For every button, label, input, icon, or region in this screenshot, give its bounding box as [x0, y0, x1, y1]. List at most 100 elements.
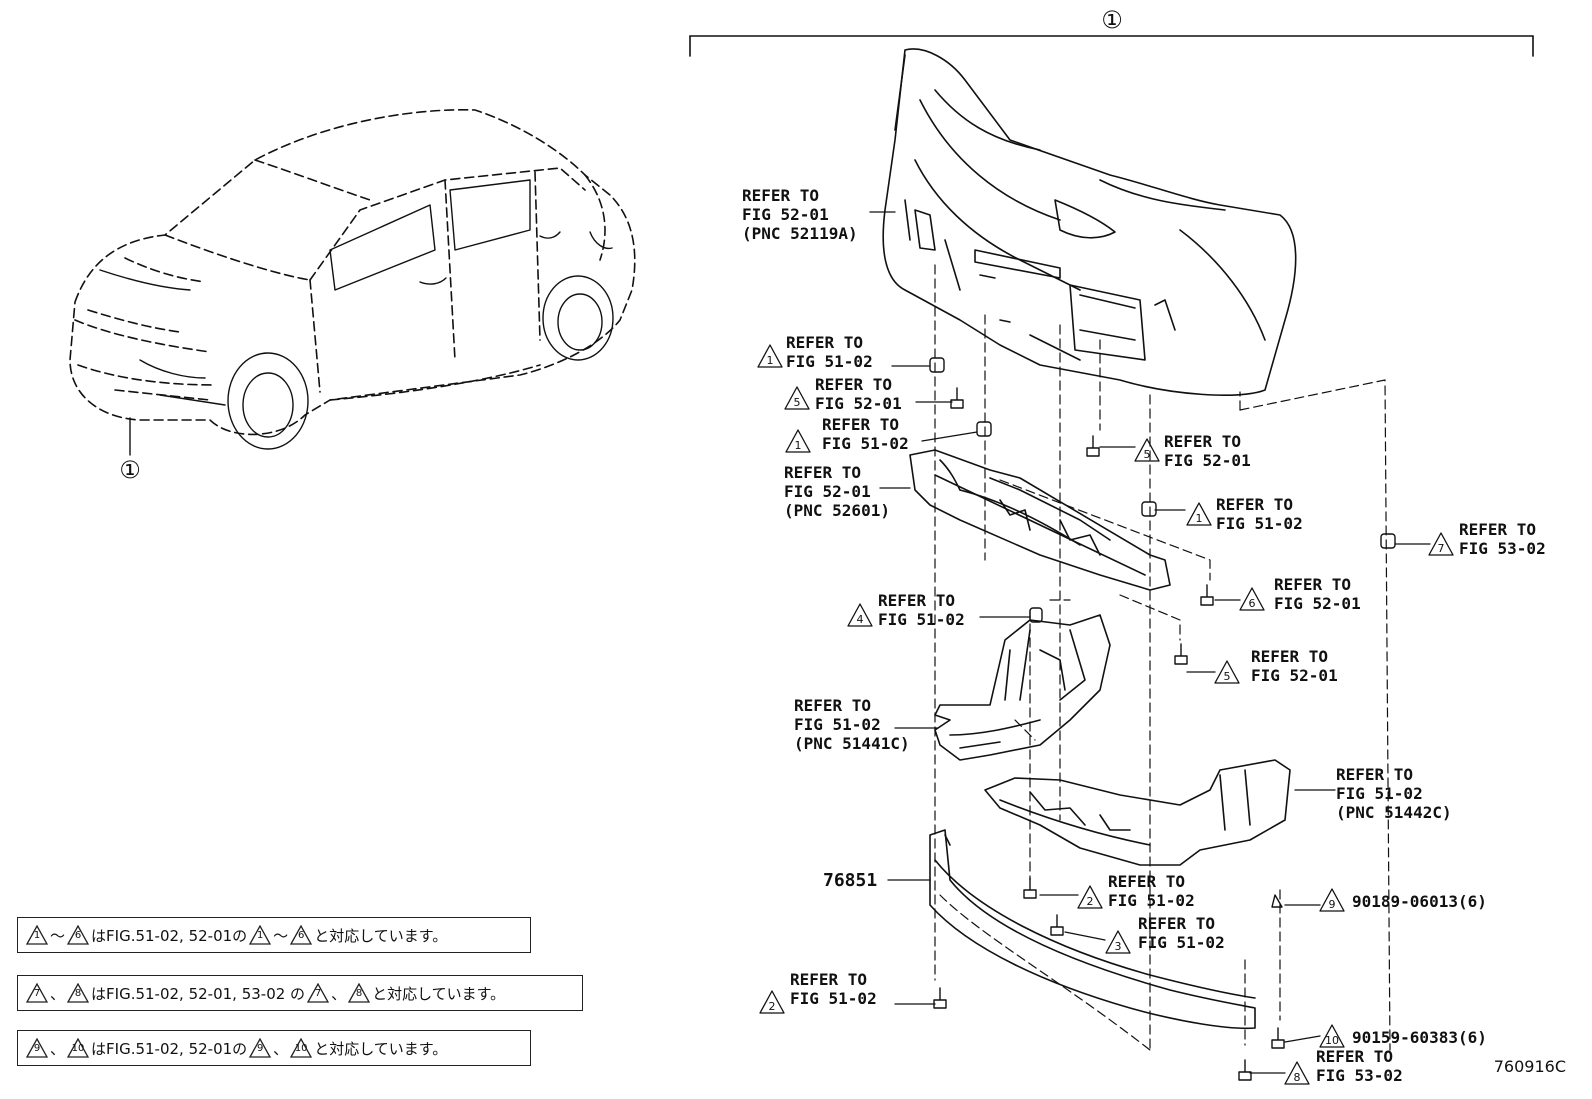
- tri-num: 4: [857, 613, 864, 626]
- tri-num: 9: [256, 1043, 264, 1054]
- callout-c17-line1: REFER TO: [790, 970, 867, 989]
- tri-num: 3: [1115, 940, 1122, 953]
- callout-c14-line2: FIG 51-02: [1108, 891, 1195, 910]
- callout-c18-line1: 90159-60383(6): [1352, 1028, 1487, 1047]
- callout-c6-line2: FIG 52-01: [1164, 451, 1251, 470]
- callout-c17-line2: FIG 51-02: [790, 989, 877, 1008]
- tri-num: 7: [33, 988, 41, 999]
- callout-c13-line1: REFER TO: [1336, 765, 1413, 784]
- part-number-76851: 76851: [823, 870, 877, 891]
- assembly-bracket: [689, 35, 1534, 57]
- bumper-absorber: [909, 449, 1171, 591]
- note-text: と対応しています。: [372, 984, 506, 1003]
- tri-num: 5: [794, 396, 801, 409]
- note-sep: 、: [50, 984, 66, 1003]
- tri-num: 2: [769, 1000, 776, 1013]
- callout-c2-line2: FIG 51-02: [786, 352, 873, 371]
- tri-num: 10: [1325, 1034, 1339, 1047]
- callout-c9-line1: REFER TO: [1274, 575, 1351, 594]
- tri-num: 6: [1249, 597, 1256, 610]
- tri-num: 2: [1087, 895, 1094, 908]
- note-text: はFIG.51-02, 52-01, 53-02 の: [91, 984, 306, 1003]
- triangle-marker: 6: [67, 925, 90, 945]
- tri-num: 1: [767, 354, 774, 367]
- triangle-marker: 7: [307, 983, 330, 1003]
- triangle-marker: 8: [67, 983, 90, 1003]
- vehicle-callout: ①: [119, 456, 141, 484]
- leader-lines: [869, 211, 1431, 1074]
- callout-c7-line1: REFER TO: [1216, 495, 1293, 514]
- triangle-marker: 6: [290, 925, 313, 945]
- tri-num: 9: [33, 1043, 41, 1054]
- callout-c11-line2: FIG 52-01: [1251, 666, 1338, 685]
- front-bumper-cover: [882, 48, 1297, 396]
- tri-num: 1: [256, 930, 264, 941]
- triangle-marker: 7: [26, 983, 48, 1003]
- note-sep: 、: [50, 1039, 66, 1058]
- note-sep: ～: [273, 926, 289, 945]
- tri-num: 7: [1438, 542, 1445, 555]
- note-sep: 、: [273, 1039, 289, 1058]
- callout-c13-line3: (PNC 51442C): [1336, 803, 1452, 822]
- triangle-marker: 1: [26, 925, 48, 945]
- tri-num: 5: [1224, 670, 1231, 683]
- engine-under-cover-rh: [984, 759, 1291, 866]
- figure-code: 760916C: [1493, 1057, 1566, 1076]
- callout-c4-line2: FIG 51-02: [822, 434, 909, 453]
- callout-labels: REFER TO FIG 52-01 (PNC 52119A) REFER TO…: [742, 186, 1546, 1085]
- callout-c15-line2: FIG 51-02: [1138, 933, 1225, 952]
- callout-c14-line1: REFER TO: [1108, 872, 1185, 891]
- tri-num: 6: [298, 930, 305, 941]
- callout-c8-line2: FIG 53-02: [1459, 539, 1546, 558]
- callout-c10-line1: REFER TO: [878, 591, 955, 610]
- callout-c7-line2: FIG 51-02: [1216, 514, 1303, 533]
- triangle-marker: 8: [348, 983, 371, 1003]
- tri-num: 1: [795, 439, 802, 452]
- callout-c12-line2: FIG 51-02: [794, 715, 881, 734]
- note-text: はFIG.51-02, 52-01の: [91, 1039, 248, 1058]
- fasteners: [929, 357, 1396, 1081]
- callout-c5-line2: FIG 52-01: [784, 482, 871, 501]
- assembly-callout: ①: [1101, 6, 1123, 34]
- callout-c1-line2: FIG 52-01: [742, 205, 829, 224]
- callout-c3-line1: REFER TO: [815, 375, 892, 394]
- callout-c5-line3: (PNC 52601): [784, 501, 890, 520]
- callout-c19-line2: FIG 53-02: [1316, 1066, 1403, 1085]
- callout-c8-line1: REFER TO: [1459, 520, 1536, 539]
- callout-c1-line1: REFER TO: [742, 186, 819, 205]
- tri-num: 10: [71, 1043, 85, 1054]
- callout-c5-line1: REFER TO: [784, 463, 861, 482]
- tri-num: 10: [294, 1043, 308, 1054]
- callout-c2-line1: REFER TO: [786, 333, 863, 352]
- callout-c19-line1: REFER TO: [1316, 1047, 1393, 1066]
- tri-num: 8: [74, 988, 82, 999]
- callout-c13-line2: FIG 51-02: [1336, 784, 1423, 803]
- guide-lines: [934, 264, 1391, 1051]
- tri-num: 8: [355, 988, 363, 999]
- tri-num: 7: [314, 988, 322, 999]
- vehicle-illustration: [69, 108, 636, 456]
- callout-c4-line1: REFER TO: [822, 415, 899, 434]
- lower-spoiler: [929, 829, 1256, 1030]
- triangle-marker: 10: [67, 1038, 90, 1058]
- callout-c9-line2: FIG 52-01: [1274, 594, 1361, 613]
- tri-num: 1: [1196, 512, 1203, 525]
- note-text: と対応しています。: [314, 926, 448, 945]
- triangle-marker: 1: [249, 925, 272, 945]
- note-sep: 、: [331, 984, 347, 1003]
- callout-c12-line3: (PNC 51441C): [794, 734, 910, 753]
- triangle-marker: 9: [26, 1038, 48, 1058]
- triangle-markers: [757, 344, 1454, 1085]
- callout-c6-line1: REFER TO: [1164, 432, 1241, 451]
- callout-c12-line1: REFER TO: [794, 696, 871, 715]
- triangle-marker: 9: [249, 1038, 272, 1058]
- note-text: はFIG.51-02, 52-01の: [91, 926, 248, 945]
- callout-c3-line2: FIG 52-01: [815, 394, 902, 413]
- engine-under-cover-lh: [934, 614, 1111, 761]
- triangle-numerals: 1 5 1 5 1 7 6 4 5 2 3 9 2 10 8: [767, 354, 1445, 1084]
- callout-c15-line1: REFER TO: [1138, 914, 1215, 933]
- callout-c16-line1: 90189-06013(6): [1352, 892, 1487, 911]
- callout-c10-line2: FIG 51-02: [878, 610, 965, 629]
